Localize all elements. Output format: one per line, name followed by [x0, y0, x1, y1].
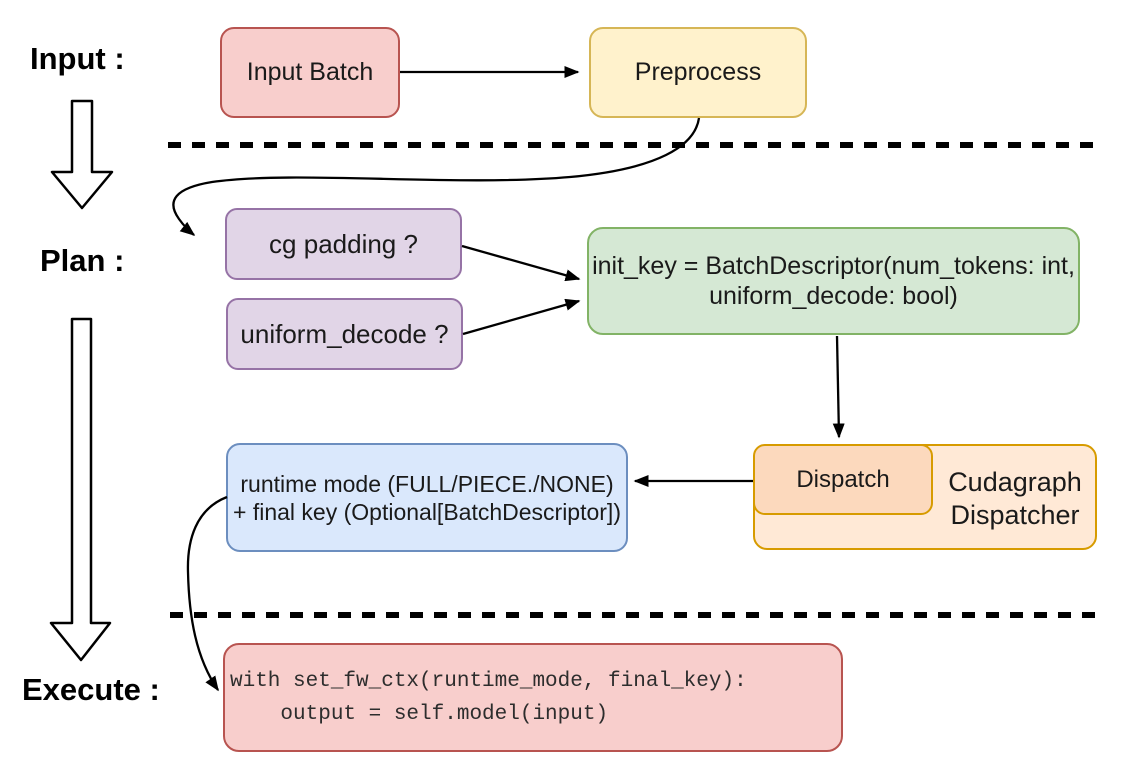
node-uniform-decode-label: uniform_decode ?: [240, 318, 449, 349]
node-init-key-line2: uniform_decode: bool): [709, 282, 958, 310]
arrow-uniformdecode-to-initkey: [462, 298, 581, 336]
node-cg-padding: cg padding ?: [225, 208, 462, 280]
hollow-arrow-plan-to-execute: [49, 317, 112, 662]
execute-code-line1: with set_fw_ctx(runtime_mode, final_key)…: [230, 669, 747, 693]
node-input-batch-label: Input Batch: [246, 57, 374, 86]
arrow-initkey-to-dispatch: [832, 335, 845, 439]
stage-label-input: Input :: [30, 41, 125, 76]
node-runtime-line2: + final key (Optional[BatchDescriptor]): [233, 498, 621, 525]
node-init-key-line1: init_key = BatchDescriptor(num_tokens: i…: [592, 252, 1075, 280]
node-runtime-line1: runtime mode (FULL/PIECE./NONE): [240, 470, 614, 497]
node-cudagraph-dispatcher-label: Cudagraph Dispatcher: [933, 466, 1097, 532]
curve-runtime-to-execute: [186, 495, 228, 692]
node-input-batch: Input Batch: [220, 27, 400, 118]
execute-code-line2: output = self.model(input): [230, 702, 609, 726]
node-dispatch-label: Dispatch: [796, 465, 890, 493]
node-init-key: init_key = BatchDescriptor(num_tokens: i…: [587, 227, 1080, 335]
cudagraph-label-line1: Cudagraph: [948, 467, 1082, 497]
hollow-arrow-input-to-plan: [50, 99, 114, 210]
node-dispatch: Dispatch: [753, 444, 933, 515]
node-execute-code: with set_fw_ctx(runtime_mode, final_key)…: [223, 643, 843, 752]
node-cg-padding-label: cg padding ?: [269, 228, 418, 259]
node-preprocess-label: Preprocess: [634, 57, 762, 86]
cudagraph-label-line2: Dispatcher: [950, 500, 1080, 530]
node-runtime-mode: runtime mode (FULL/PIECE./NONE) + final …: [226, 443, 628, 552]
stage-label-plan: Plan :: [40, 243, 125, 278]
node-uniform-decode: uniform_decode ?: [226, 298, 463, 370]
node-preprocess: Preprocess: [589, 27, 807, 118]
arrow-cgpadding-to-initkey: [461, 244, 581, 282]
stage-label-execute: Execute :: [22, 672, 160, 707]
